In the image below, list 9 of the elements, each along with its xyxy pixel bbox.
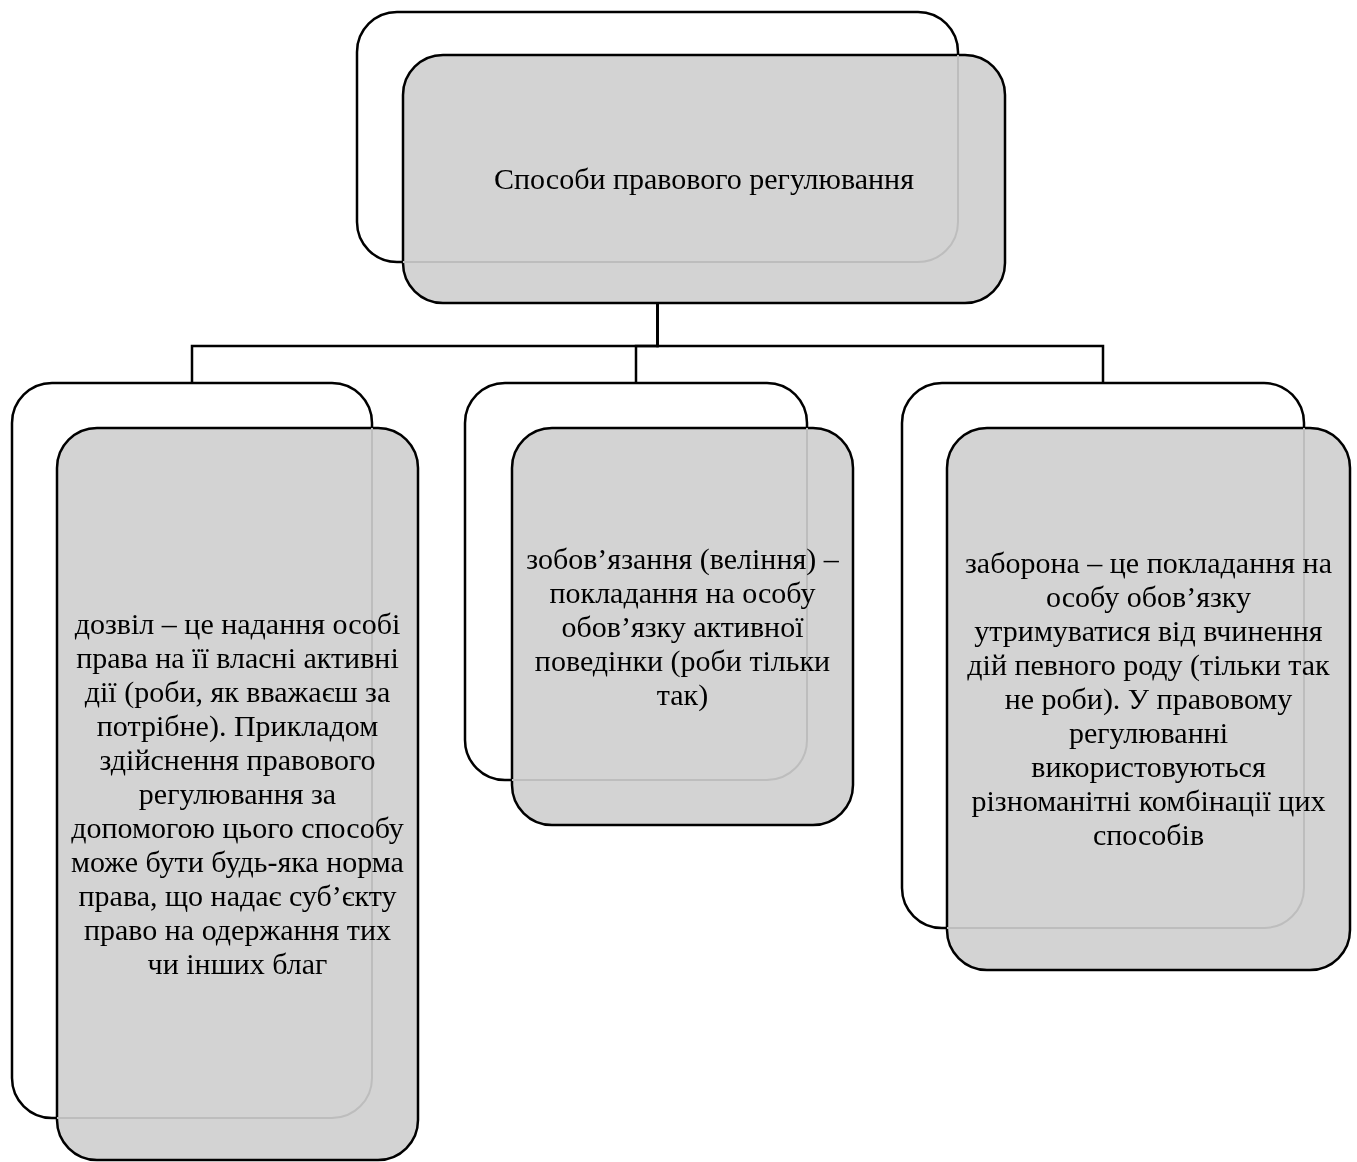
card-text: дозвіл – це надання особі права на її власні активні дії (роби, як вважаєш за потрібне). Прикладом здійснення правового регулювання за допомогою цього способу може бути будь-яка норма права, що надає суб’єкту право на одержання тих чи інших благ bbox=[70, 607, 405, 981]
card-text: Способи правового регулювання bbox=[494, 162, 914, 196]
stacked-card bbox=[465, 383, 853, 825]
stacked-card bbox=[902, 383, 1350, 970]
stacked-card bbox=[12, 383, 418, 1160]
card-text: зобов’язання (веління) – покладання на особу обов’язку активної поведінки (роби тільки так) bbox=[525, 541, 840, 712]
card-text: заборона – це покладання на особу обов’язку утримуватися від вчинення дій певного роду (тільки так не роби). У правовому регулюванні використовуються різноманітні комбінації цих способів bbox=[964, 546, 1333, 852]
stacked-card bbox=[357, 12, 1005, 303]
connector-line bbox=[656, 303, 1105, 383]
